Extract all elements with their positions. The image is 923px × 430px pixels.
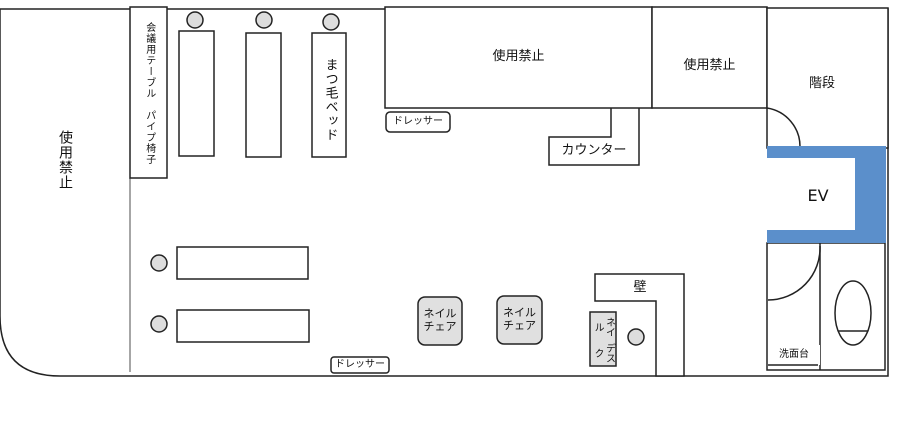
nail-desk-label: ネイル デスク: [590, 314, 616, 366]
nail-desk-col2: デスク: [592, 343, 615, 363]
dresser-top-box: [385, 111, 451, 133]
stairs-label: 階段: [808, 75, 835, 91]
meeting-table: [129, 6, 168, 179]
elevator-label: EV: [807, 185, 829, 205]
stool-3: [322, 13, 340, 31]
wash-basin-label: 洗面台: [779, 349, 809, 361]
left-prohibited-label: 使用禁止: [57, 130, 74, 190]
bed-1: [178, 30, 215, 157]
nail-chair-2-label: ネイル チェア: [497, 296, 542, 344]
nail-chair-1-line2: チェア: [423, 320, 457, 333]
nail-chair-1-label: ネイル チェア: [418, 297, 462, 345]
eyelash-bed-label: まつ毛ベッド: [322, 58, 338, 142]
stairs-room: [766, 7, 889, 149]
counter-label: カウンター: [561, 142, 627, 158]
stool-6: [627, 328, 645, 346]
nail-chair-1-line1: ネイル: [423, 307, 457, 321]
bed-3: [311, 32, 347, 158]
nail-chair-2-line2: チェア: [503, 319, 536, 332]
table-2: [176, 309, 310, 343]
bed-2: [245, 32, 282, 158]
wall-label: 壁: [633, 279, 647, 295]
nail-chair-2: [496, 295, 543, 345]
elevator-frame: [767, 146, 886, 243]
stairs-door-arc: [766, 107, 801, 148]
toilet-door-arc: [767, 245, 821, 301]
table-1: [176, 246, 309, 280]
wall-shape: [594, 273, 685, 377]
prohibited-area-1-label: 使用禁止: [492, 48, 545, 64]
nail-chair-2-line1: ネイル: [503, 306, 536, 320]
stool-5: [150, 315, 168, 333]
toilet-bowl: [834, 280, 872, 346]
outer-wall: [0, 8, 889, 377]
wash-basin-box: [768, 345, 820, 365]
stool-2: [255, 11, 273, 29]
dresser-top-label: ドレッサー: [393, 116, 443, 128]
dresser-bottom-label: ドレッサー: [335, 359, 385, 371]
dresser-bottom-box: [330, 356, 390, 374]
nail-desk-col1: ネイル: [592, 317, 615, 337]
prohibited-area-2-label: 使用禁止: [683, 57, 736, 73]
counter-shape: [548, 108, 640, 166]
stool-4: [150, 254, 168, 272]
nail-chair-1: [417, 296, 463, 346]
nail-desk: [589, 311, 617, 367]
meeting-table-label: 会議用テーブル パイプ椅子: [143, 21, 155, 165]
stool-1: [186, 11, 204, 29]
